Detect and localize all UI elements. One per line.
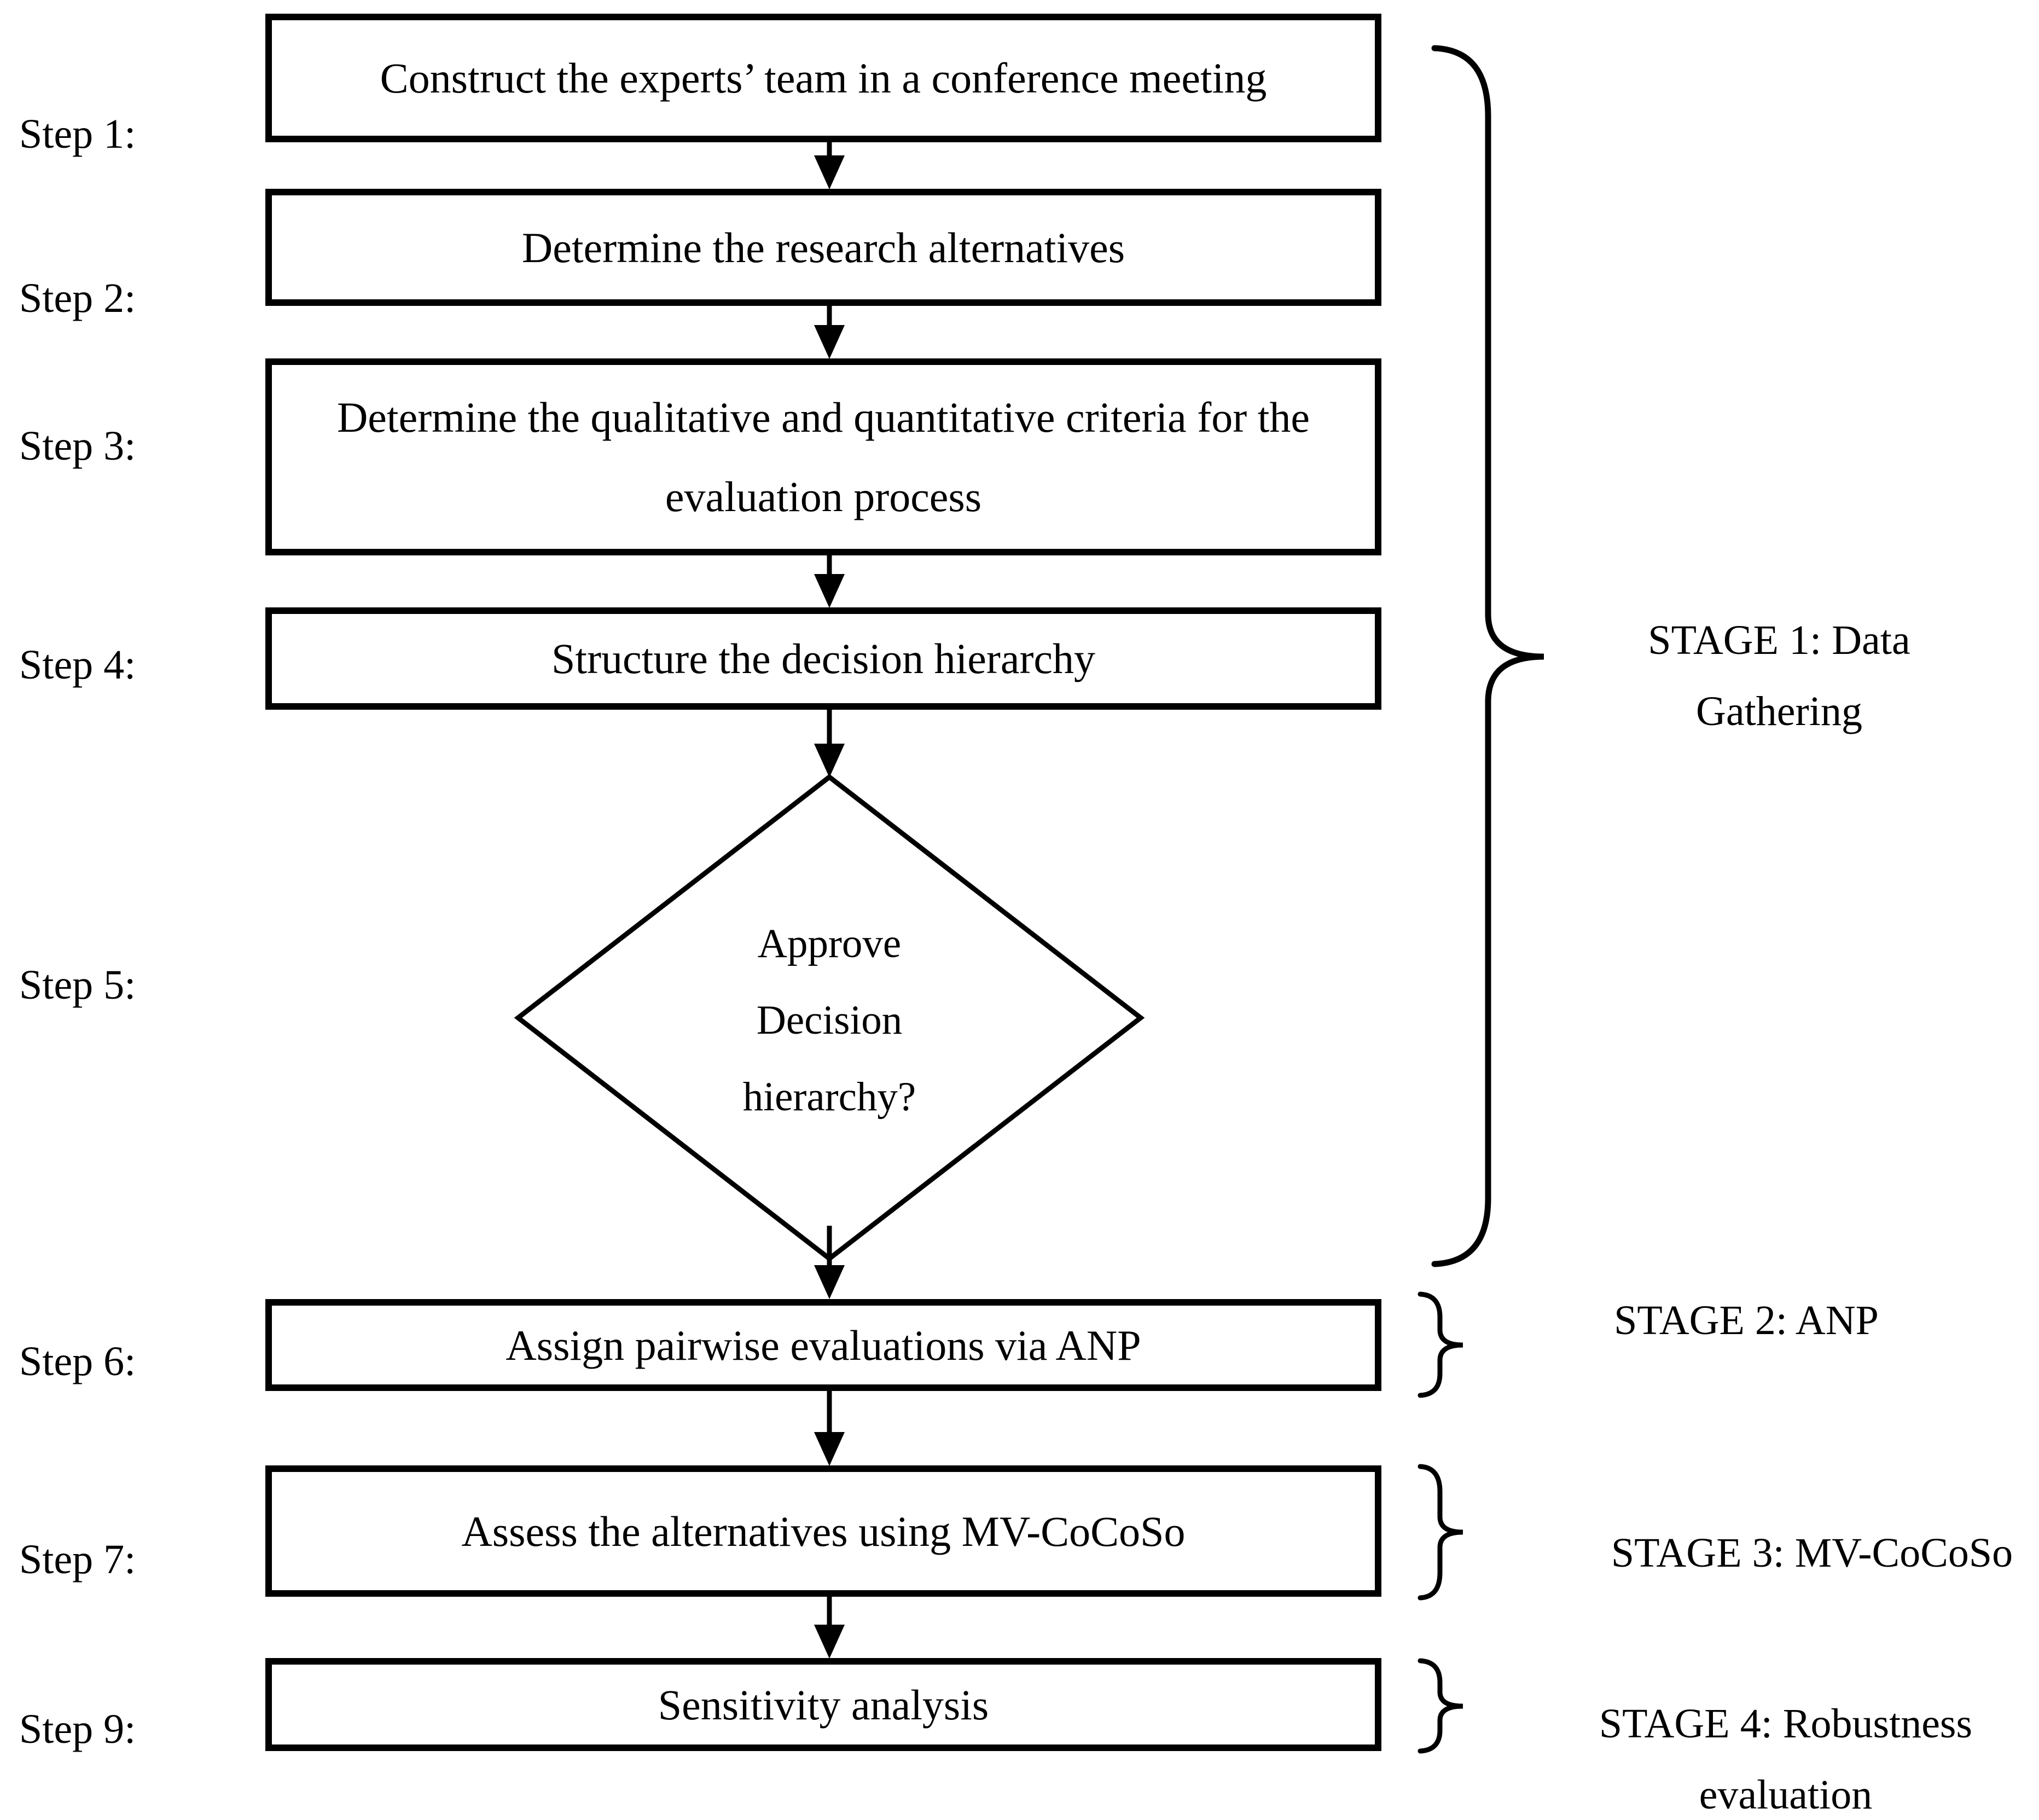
process-box-sensitivity-analysis: Sensitivity analysis bbox=[265, 1658, 1381, 1751]
process-box-assess-mvcocoso: Assess the alternatives using MV-CoCoSo bbox=[265, 1465, 1381, 1597]
process-box-sensitivity-analysis-label: Sensitivity analysis bbox=[658, 1680, 989, 1729]
process-box-construct-team: Construct the experts’ team in a confere… bbox=[265, 14, 1381, 142]
process-box-structure-hierarchy-label: Structure the decision hierarchy bbox=[551, 635, 1096, 682]
process-box-assess-mvcocoso-label: Assess the alternatives using MV-CoCoSo bbox=[461, 1507, 1186, 1555]
step-label-3: Step 3: bbox=[19, 422, 136, 469]
step-label-6: Step 6: bbox=[19, 1338, 136, 1384]
process-box-pairwise-anp: Assign pairwise evaluations via ANP bbox=[265, 1299, 1381, 1391]
stage4-label-line-1: STAGE 4: Robustness bbox=[1599, 1701, 1973, 1747]
process-box-structure-hierarchy: Structure the decision hierarchy bbox=[265, 607, 1381, 710]
stage4-brace bbox=[1418, 1658, 1463, 1754]
decision-diamond-label: Approve Decision hierarchy? bbox=[611, 906, 1048, 1135]
criteria-line-2: evaluation process bbox=[665, 473, 982, 520]
flow-arrow-6 bbox=[814, 1389, 845, 1466]
flow-arrow-2 bbox=[814, 305, 845, 359]
process-box-determine-alternatives-label: Determine the research alternatives bbox=[521, 223, 1125, 271]
step-label-5: Step 5: bbox=[19, 961, 136, 1008]
flow-arrow-3 bbox=[814, 554, 845, 608]
stage1-label-line-2: Gathering bbox=[1696, 688, 1862, 734]
step-label-7: Step 7: bbox=[19, 1536, 136, 1583]
stage1-label-line-1: STAGE 1: Data bbox=[1648, 617, 1910, 663]
stage4-label-line-2: evaluation bbox=[1699, 1772, 1873, 1818]
decision-line-3: hierarchy? bbox=[742, 1074, 916, 1120]
process-box-construct-team-label: Construct the experts’ team in a confere… bbox=[380, 54, 1267, 102]
process-box-determine-criteria: Determine the qualitative and quantitati… bbox=[265, 358, 1381, 555]
step-label-2: Step 2: bbox=[19, 275, 136, 321]
stage3-brace bbox=[1418, 1464, 1463, 1601]
flow-arrow-4 bbox=[814, 708, 845, 778]
process-box-determine-alternatives: Determine the research alternatives bbox=[265, 189, 1381, 306]
process-box-determine-criteria-label: Determine the qualitative and quantitati… bbox=[337, 378, 1310, 536]
flow-arrow-5 bbox=[814, 1226, 845, 1299]
step-label-1: Step 1: bbox=[19, 111, 136, 157]
stage1-brace bbox=[1431, 45, 1544, 1267]
stage3-label: STAGE 3: MV-CoCoSo bbox=[1611, 1530, 2013, 1576]
process-box-pairwise-anp-label: Assign pairwise evaluations via ANP bbox=[506, 1321, 1141, 1369]
stage2-label: STAGE 2: ANP bbox=[1614, 1297, 1879, 1343]
decision-line-1: Approve bbox=[757, 921, 902, 966]
flow-arrow-1 bbox=[814, 140, 845, 189]
step-label-9: Step 9: bbox=[19, 1706, 136, 1752]
step-label-4: Step 4: bbox=[19, 641, 136, 688]
decision-line-2: Decision bbox=[756, 998, 903, 1043]
stage1-label: STAGE 1: Data Gathering bbox=[1648, 605, 1910, 747]
flow-arrow-7 bbox=[814, 1595, 845, 1659]
criteria-line-1: Determine the qualitative and quantitati… bbox=[336, 393, 1310, 441]
stage2-brace bbox=[1418, 1291, 1463, 1398]
stage4-label: STAGE 4: Robustness evaluation bbox=[1599, 1688, 1972, 1820]
